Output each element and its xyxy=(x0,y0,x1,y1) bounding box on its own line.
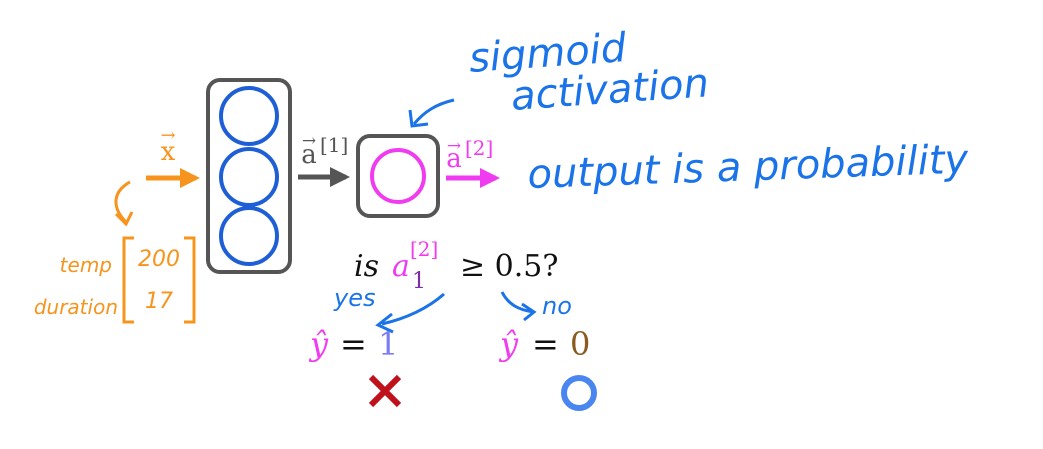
threshold-question: is a [2] 1 ≥ 0.5? xyxy=(354,237,558,294)
feature-value-temp: 200 xyxy=(138,247,180,272)
yes-prediction-symbol: ŷ xyxy=(308,325,329,363)
x-mark-icon xyxy=(368,374,402,408)
yes-prediction: ŷ = 1 xyxy=(308,325,398,363)
no-prediction-value: 0 xyxy=(570,325,590,363)
output-activation-label: → a [2] xyxy=(446,136,493,174)
hidden-neuron-3 xyxy=(219,206,279,266)
feature-pointer-arrowhead xyxy=(114,211,134,227)
question-symbol: a xyxy=(392,249,410,284)
yes-branch-arrowhead xyxy=(375,312,394,334)
no-label: no xyxy=(542,292,572,320)
hidden-neuron-2 xyxy=(219,147,279,207)
feature-name-duration: duration xyxy=(34,295,118,319)
sigmoid-pointer-arrowhead xyxy=(408,109,429,128)
hidden-activation-vector-arrow: → xyxy=(302,131,316,151)
hidden-neuron-1 xyxy=(219,86,279,146)
yes-prediction-value: 1 xyxy=(378,325,398,363)
no-branch-arrowhead xyxy=(521,302,537,322)
question-superscript: [2] xyxy=(410,237,438,261)
question-prefix: is xyxy=(354,249,379,284)
circle-mark-icon xyxy=(561,375,597,411)
sigmoid-pointer-arrow xyxy=(412,98,455,125)
input-vector-arrow: → xyxy=(160,125,175,146)
feature-left-bracket xyxy=(122,236,134,324)
feature-name-temp: temp xyxy=(60,253,112,277)
output-layer-box xyxy=(356,134,440,218)
question-comparison: ≥ 0.5? xyxy=(460,249,558,284)
yes-label: yes xyxy=(333,284,375,312)
hidden-activation-label: → a [1] xyxy=(301,131,348,170)
output-activation-superscript: [2] xyxy=(465,136,493,160)
no-prediction-equals: = xyxy=(532,325,559,363)
no-branch-arrow xyxy=(500,291,535,314)
hidden-activation-superscript: [1] xyxy=(320,133,348,157)
output-activation-vector-arrow: → xyxy=(447,136,461,156)
sigmoid-note-line1: sigmoid xyxy=(467,25,628,82)
yes-branch-arrow xyxy=(381,292,445,326)
no-prediction-symbol: ŷ xyxy=(498,325,519,363)
feature-right-bracket xyxy=(184,236,196,324)
no-prediction: ŷ = 0 xyxy=(498,325,590,363)
output-probability-note: output is a probability xyxy=(527,137,971,198)
feature-value-duration: 17 xyxy=(145,289,173,314)
yes-prediction-equals: = xyxy=(340,325,367,363)
hidden-activation-symbol: a xyxy=(301,140,317,170)
input-vector-label: → x xyxy=(160,125,175,167)
input-vector-symbol: x xyxy=(161,137,176,167)
output-neuron xyxy=(370,148,426,204)
feature-pointer-arrow xyxy=(114,180,131,224)
hidden-layer-box xyxy=(206,78,292,274)
question-subscript: 1 xyxy=(412,269,426,294)
output-activation-symbol: a xyxy=(446,144,462,174)
